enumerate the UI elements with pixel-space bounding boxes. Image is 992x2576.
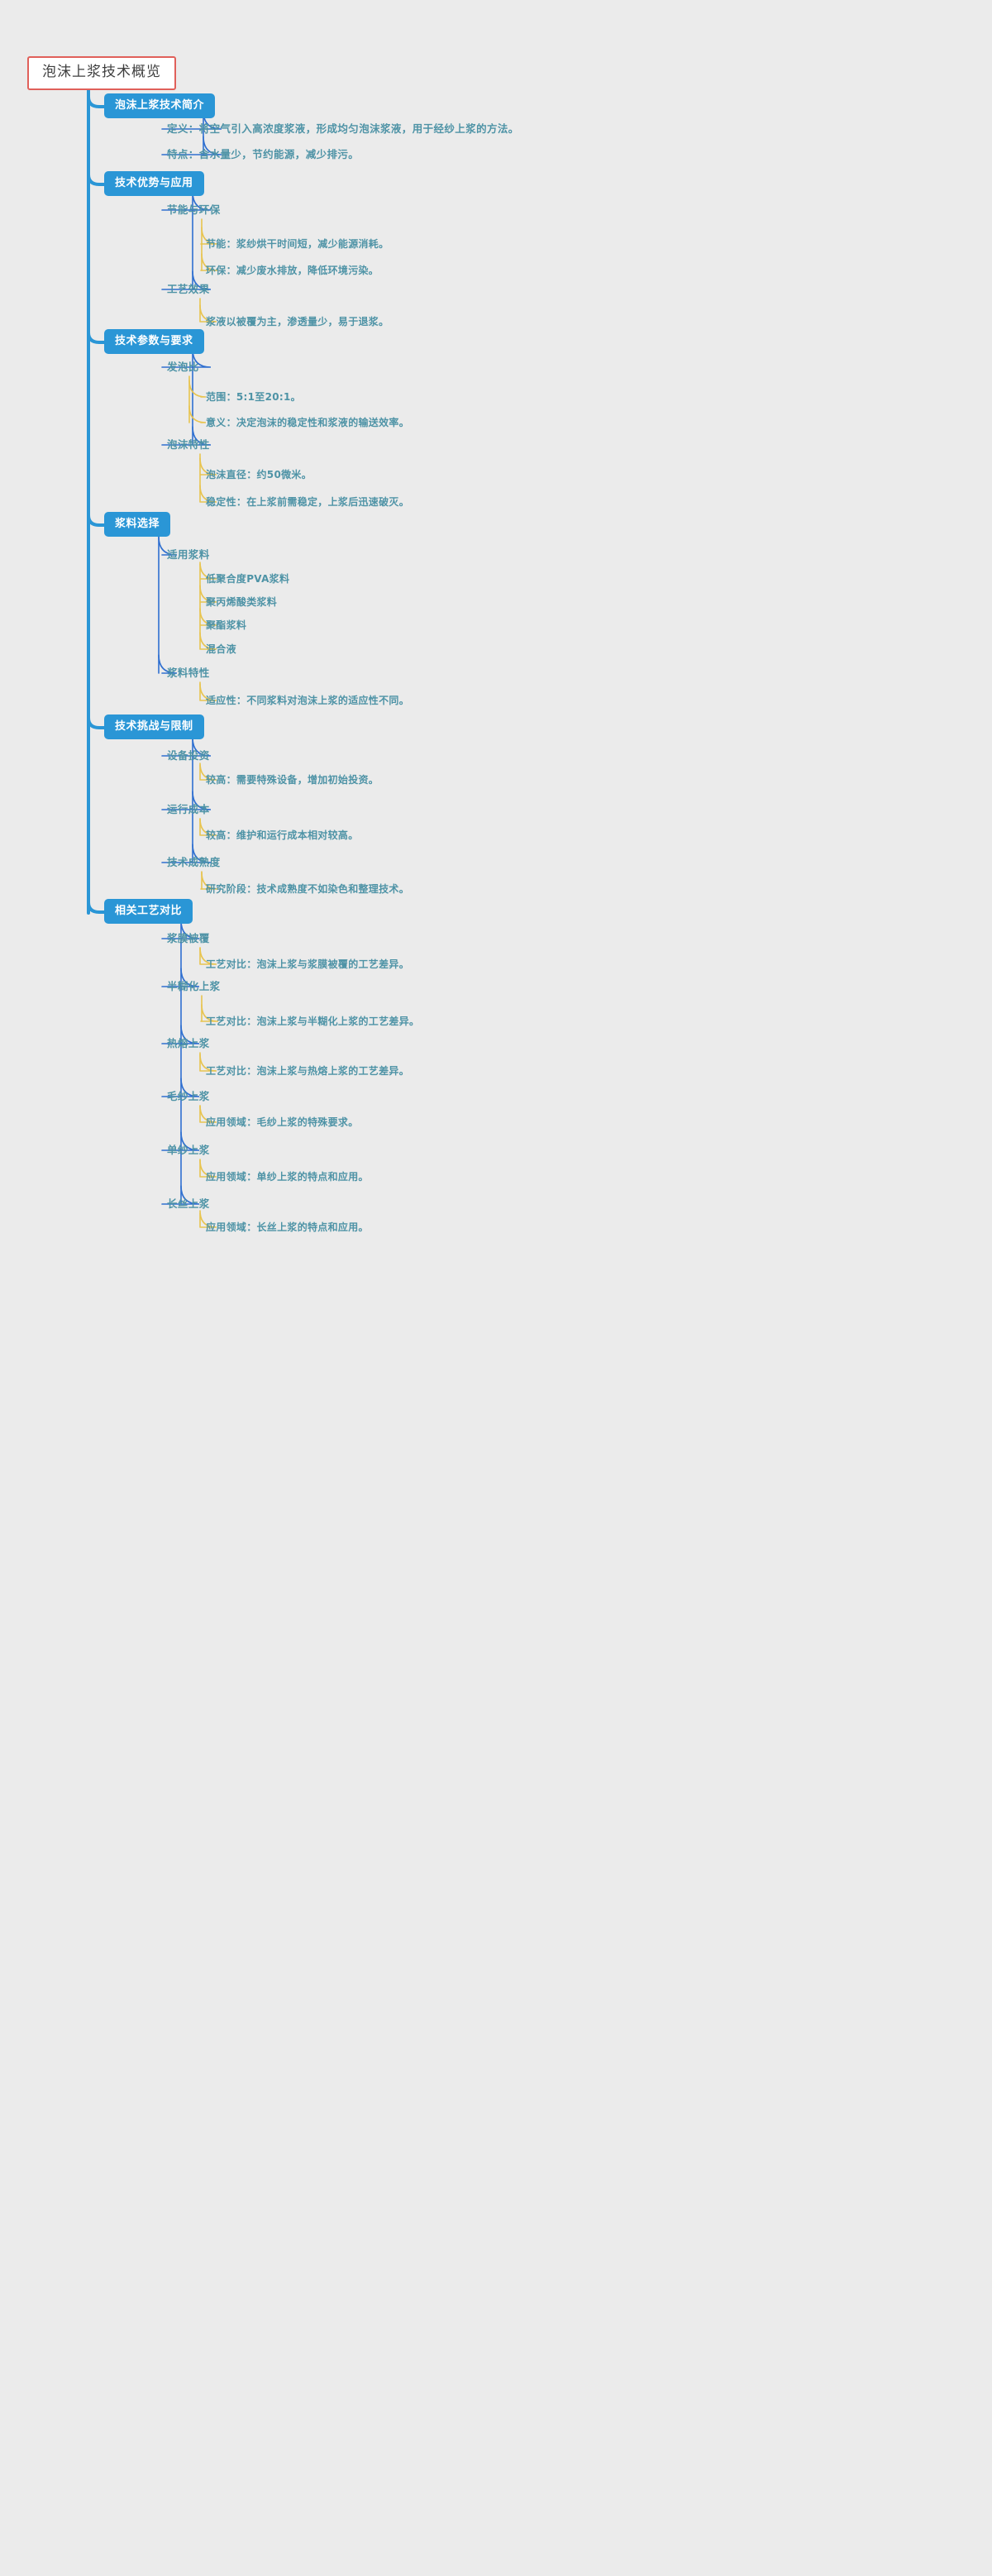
branch-node-4[interactable]: 技术挑战与限制: [104, 714, 204, 739]
topic-node-2-1[interactable]: 泡沫特性: [167, 438, 210, 451]
detail-node-3-0-3[interactable]: 混合液: [206, 643, 236, 655]
detail-node-1-0-0[interactable]: 节能：浆纱烘干时间短，减少能源消耗。: [206, 238, 389, 250]
detail-node-3-0-2[interactable]: 聚酯浆料: [206, 619, 247, 631]
topic-node-5-1[interactable]: 半糊化上浆: [167, 980, 221, 992]
topic-node-0-1[interactable]: 特点：含水量少，节约能源，减少排污。: [167, 148, 360, 160]
branch-node-0[interactable]: 泡沫上浆技术简介: [104, 93, 216, 118]
topic-node-5-3[interactable]: 毛纱上浆: [167, 1090, 210, 1102]
topic-node-5-0[interactable]: 浆膜被覆: [167, 932, 210, 944]
detail-node-1-0-1[interactable]: 环保：减少废水排放，降低环境污染。: [206, 265, 379, 276]
detail-node-2-1-0[interactable]: 泡沫直径：约50微米。: [206, 469, 312, 480]
topic-node-3-1[interactable]: 浆料特性: [167, 667, 210, 679]
topic-node-4-2[interactable]: 技术成熟度: [167, 856, 221, 868]
detail-node-2-0-1[interactable]: 意义：决定泡沫的稳定性和浆液的输送效率。: [206, 417, 410, 428]
detail-node-4-0-0[interactable]: 较高：需要特殊设备，增加初始投资。: [206, 774, 379, 786]
branch-node-2[interactable]: 技术参数与要求: [104, 329, 204, 354]
topic-node-2-0[interactable]: 发泡比: [167, 361, 199, 373]
detail-node-2-1-1[interactable]: 稳定性：在上浆前需稳定，上浆后迅速破灭。: [206, 496, 410, 508]
detail-node-5-3-0[interactable]: 应用领域：毛纱上浆的特殊要求。: [206, 1116, 359, 1128]
topic-node-5-2[interactable]: 热熔上浆: [167, 1037, 210, 1049]
detail-node-5-0-0[interactable]: 工艺对比：泡沫上浆与浆膜被覆的工艺差异。: [206, 958, 410, 970]
branch-node-5[interactable]: 相关工艺对比: [104, 899, 193, 924]
detail-node-4-2-0[interactable]: 研究阶段：技术成熟度不如染色和整理技术。: [206, 883, 410, 895]
detail-node-2-0-0[interactable]: 范围：5:1至20:1。: [206, 391, 301, 403]
root-node[interactable]: 泡沫上浆技术概览: [27, 56, 176, 90]
topic-node-1-1[interactable]: 工艺效果: [167, 283, 210, 295]
detail-node-5-1-0[interactable]: 工艺对比：泡沫上浆与半糊化上浆的工艺差异。: [206, 1016, 420, 1027]
topic-node-5-5[interactable]: 长丝上浆: [167, 1197, 210, 1210]
detail-node-5-2-0[interactable]: 工艺对比：泡沫上浆与热熔上浆的工艺差异。: [206, 1065, 410, 1077]
branch-node-1[interactable]: 技术优势与应用: [104, 171, 204, 196]
detail-node-5-4-0[interactable]: 应用领域：单纱上浆的特点和应用。: [206, 1171, 369, 1183]
topic-node-4-1[interactable]: 运行成本: [167, 803, 210, 815]
detail-node-5-5-0[interactable]: 应用领域：长丝上浆的特点和应用。: [206, 1221, 369, 1233]
detail-node-4-1-0[interactable]: 较高：维护和运行成本相对较高。: [206, 829, 359, 841]
detail-node-3-0-0[interactable]: 低聚合度PVA浆料: [206, 573, 290, 585]
branch-node-3[interactable]: 浆料选择: [104, 512, 171, 537]
topic-node-0-0[interactable]: 定义：将空气引入高浓度浆液，形成均匀泡沫浆液，用于经纱上浆的方法。: [167, 122, 519, 135]
detail-node-1-1-0[interactable]: 浆液以被覆为主，渗透量少，易于退浆。: [206, 316, 389, 327]
topic-node-4-0[interactable]: 设备投资: [167, 749, 210, 762]
detail-node-3-0-1[interactable]: 聚丙烯酸类浆料: [206, 596, 278, 608]
topic-node-5-4[interactable]: 单纱上浆: [167, 1144, 210, 1156]
topic-node-1-0[interactable]: 节能与环保: [167, 203, 221, 216]
detail-node-3-1-0[interactable]: 适应性：不同浆料对泡沫上浆的适应性不同。: [206, 695, 410, 706]
topic-node-3-0[interactable]: 适用浆料: [167, 548, 210, 561]
